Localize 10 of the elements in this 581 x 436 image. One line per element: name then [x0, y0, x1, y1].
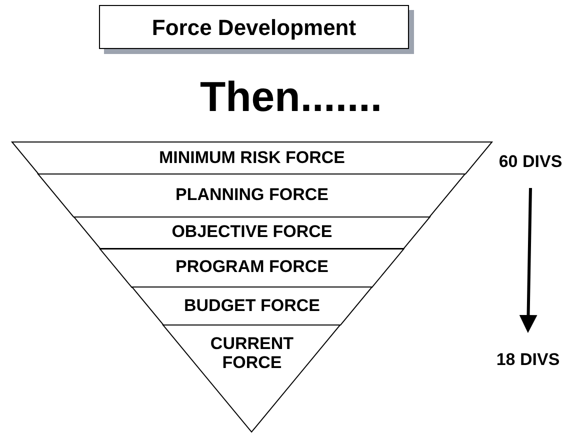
band-label: PLANNING FORCE — [175, 186, 328, 205]
band-label: CURRENT FORCE — [209, 335, 295, 372]
divisions-label: 18 DIVS — [480, 348, 576, 372]
band-label: PROGRAM FORCE — [175, 258, 328, 278]
band-label: OBJECTIVE FORCE — [172, 223, 332, 242]
band-label: MINIMUM RISK FORCE — [158, 148, 346, 168]
heading-text: Then....... — [200, 76, 382, 118]
divisions-label: 60 DIVS — [484, 150, 577, 174]
band-label: BUDGET FORCE — [184, 296, 320, 316]
arrow — [519, 188, 538, 333]
